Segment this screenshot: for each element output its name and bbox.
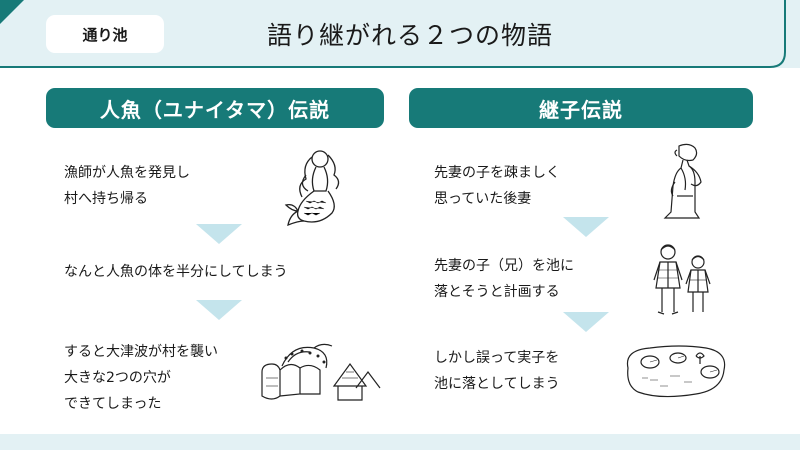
down-arrow-icon xyxy=(196,300,242,320)
right-step-1: 先妻の子を疎ましく 思っていた後妻 xyxy=(434,165,560,207)
left-step-1: 漁師が人魚を発見し 村へ持ち帰る xyxy=(64,165,190,207)
left-step-2: なんと人魚の体を半分にしてしまう xyxy=(64,264,288,280)
pond-icon xyxy=(626,345,726,398)
header-decoration xyxy=(0,0,786,68)
right-story-title: 継子伝説 xyxy=(409,88,753,128)
right-step-3: しかし誤って実子を 池に落としてしまう xyxy=(434,350,560,392)
location-tag: 通り池 xyxy=(46,15,164,53)
down-arrow-icon xyxy=(563,217,609,237)
page-title: 語り継がれる２つの物語 xyxy=(266,21,553,50)
down-arrow-icon xyxy=(563,312,609,332)
down-arrow-icon xyxy=(196,224,242,244)
left-story-title: 人魚（ユナイタマ）伝説 xyxy=(46,88,384,128)
right-step-2: 先妻の子（兄）を池に 落とそうと計画する xyxy=(434,258,574,300)
footer-band xyxy=(0,434,800,450)
stepmother-icon xyxy=(663,143,702,219)
tsunami-village-icon xyxy=(261,343,381,401)
header-banner: 通り池 語り継がれる２つの物語 xyxy=(0,0,800,68)
left-step-3: すると大津波が村を襲い 大きな2つの穴が できてしまった xyxy=(64,344,218,412)
two-children-icon xyxy=(653,244,711,315)
mermaid-icon xyxy=(284,150,340,227)
